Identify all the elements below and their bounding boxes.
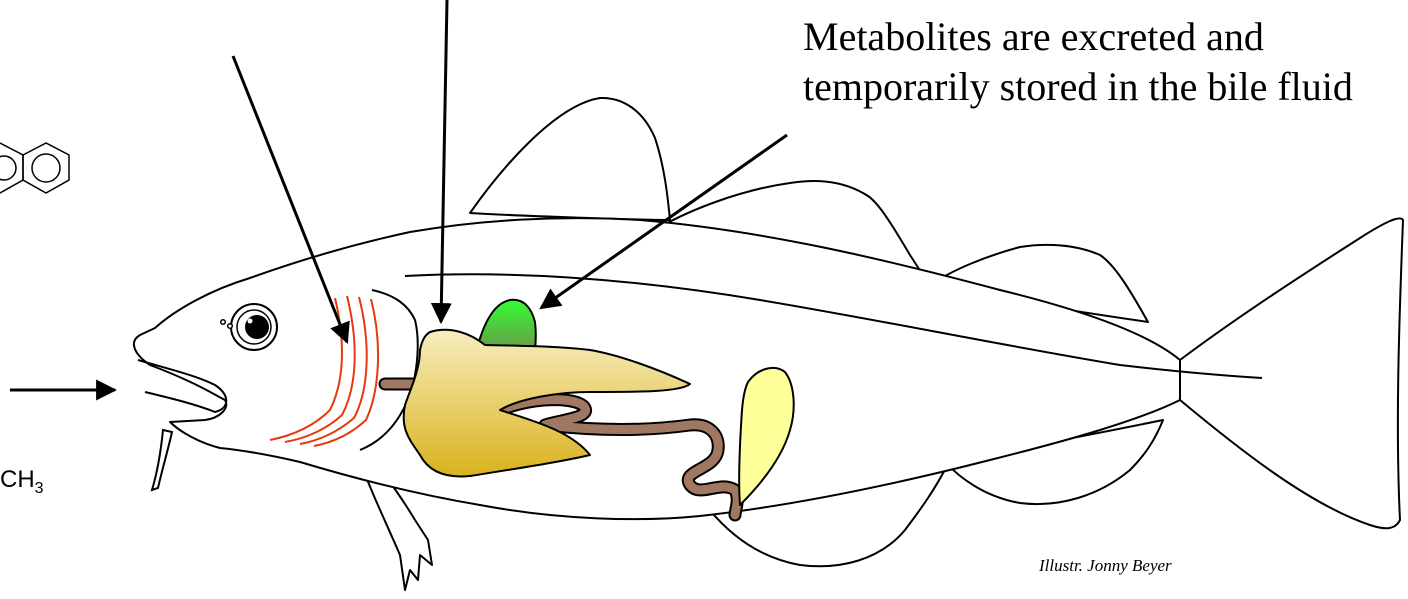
chin-barbel xyxy=(152,430,172,490)
methyl-label: CH3 xyxy=(0,466,44,498)
caption-line-2: temporarily stored in the bile fluid xyxy=(803,62,1403,112)
bile-caption: Metabolites are excreted and temporarily… xyxy=(803,12,1403,112)
eye xyxy=(231,304,277,350)
methyl-label-subscript: 3 xyxy=(35,480,44,497)
caption-line-1: Metabolites are excreted and xyxy=(803,12,1403,62)
methyl-label-main: CH xyxy=(0,466,35,493)
tail-fin xyxy=(1180,218,1403,528)
naphthalene-ring-icon xyxy=(0,143,69,193)
illustration-credit: Illustr. Jonny Beyer xyxy=(1039,556,1172,576)
